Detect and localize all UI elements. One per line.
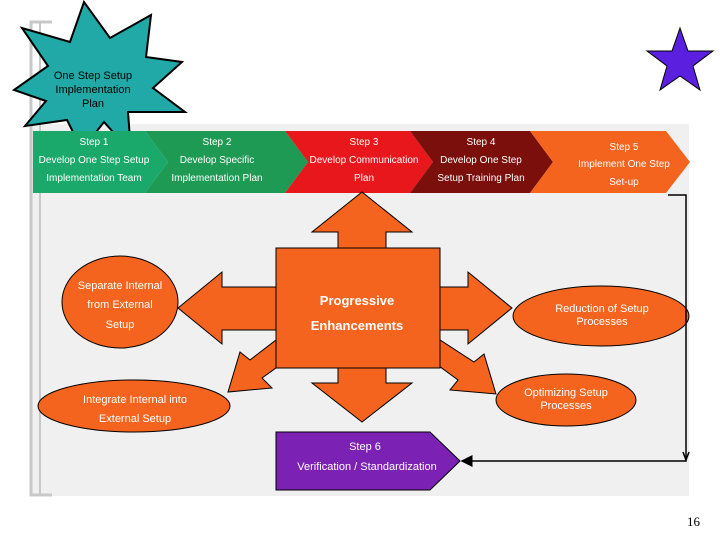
cross-center-box — [275, 247, 441, 369]
left-upper-label-3: Setup — [105, 319, 135, 331]
step-1-chevron — [33, 131, 168, 193]
step-5-chevron — [530, 131, 690, 193]
star-icon — [645, 26, 715, 92]
step-6-label: Step 6 — [349, 441, 381, 453]
starburst-line-1: One Step Setup — [53, 70, 133, 82]
step-2-label: Step 2 — [202, 137, 232, 148]
step-6-box — [275, 431, 461, 491]
step-3-label: Step 3 — [349, 137, 379, 148]
step-5-line-2: Set-up — [609, 177, 639, 188]
step-4-chevron — [410, 131, 553, 193]
step-6-line-1: Verification / Standardization — [297, 461, 437, 473]
right-lower-label-2: Processes — [540, 400, 592, 412]
center-line-2: Enhancements — [310, 318, 404, 333]
step-1-line-2: Implementation Team — [46, 173, 142, 184]
starburst-shape — [11, 0, 188, 155]
right-lower-label-1: Optimizing Setup — [524, 387, 608, 399]
connector-down-tip — [682, 451, 690, 463]
step-4-label: Step 4 — [466, 137, 496, 148]
left-upper-label-1: Separate Internal — [77, 280, 163, 292]
step-3-line-2: Plan — [353, 173, 374, 184]
central-cross — [177, 191, 513, 423]
step-3-line-1: Develop Communication — [309, 155, 419, 166]
step-5-label: Step 5 — [609, 142, 639, 153]
right-upper-label-1: Reduction of Setup — [555, 303, 649, 315]
left-upper-oval — [61, 255, 179, 349]
step-2-chevron — [145, 131, 308, 193]
starburst-line-2: Implementation — [55, 83, 131, 96]
page-number: 16 — [687, 514, 700, 529]
step-4-line-2: Setup Training Plan — [437, 173, 525, 184]
step-5-line-1: Implement One Step — [578, 159, 670, 170]
left-lower-label-2: External Setup — [98, 413, 172, 425]
center-line-1: Progressive — [319, 293, 395, 308]
step-3-chevron — [285, 131, 433, 193]
right-upper-label-2: Processes — [576, 316, 628, 328]
step-2-line-2: Implementation Plan — [171, 173, 263, 184]
left-upper-label-2: from External — [87, 299, 153, 311]
connector-arrow — [460, 194, 687, 467]
step-1-line-1: Develop One Step Setup — [38, 155, 150, 166]
step-4-line-1: Develop One Step — [440, 155, 522, 166]
starburst-text: One Step Setup Implementation Plan — [38, 70, 148, 111]
left-lower-oval — [37, 379, 231, 433]
left-lower-label-1: Integrate Internal into — [83, 394, 187, 406]
right-lower-oval — [495, 373, 637, 427]
step-1-label: Step 1 — [79, 137, 109, 148]
left-bracket — [29, 20, 52, 497]
step-2-line-1: Develop Specific — [179, 155, 255, 166]
starburst-line-3: Plan — [81, 97, 105, 110]
right-upper-oval — [512, 285, 690, 347]
